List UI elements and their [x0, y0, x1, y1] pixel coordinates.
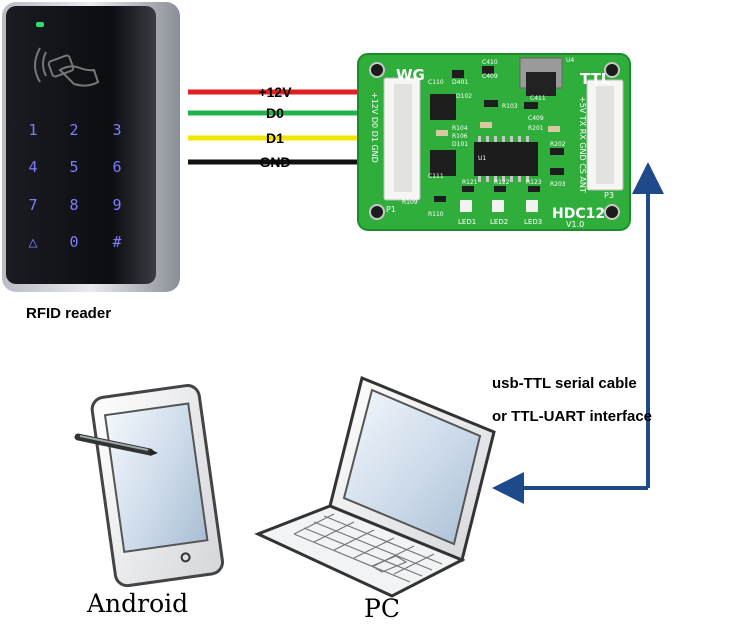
keypad-key: 7 [28, 196, 37, 214]
part-label: R110 [428, 211, 444, 218]
capacitors [436, 122, 560, 136]
part-label: R104 [452, 125, 468, 132]
part-label: R201 [528, 125, 544, 132]
regulator-u4 [526, 72, 556, 96]
laptop [254, 375, 496, 598]
part-label: C409 [482, 73, 498, 80]
part-label: C111 [428, 173, 444, 180]
version-label: V1.0 [566, 220, 584, 229]
smd-parts [430, 66, 564, 202]
cable-caption-line2: or TTL-UART interface [492, 408, 652, 425]
keypad-key: 8 [69, 196, 78, 214]
part-label: R103 [502, 103, 518, 110]
part-label: R121 [462, 179, 478, 186]
keypad-key: △ [28, 233, 37, 251]
reader-face [6, 6, 156, 284]
keypad-key: 3 [112, 121, 121, 139]
rfid-reader-label: RFID reader [26, 305, 111, 322]
led1-label: LED1 [458, 218, 476, 226]
mount-hole [604, 62, 620, 78]
card-tap-icon [34, 47, 100, 87]
tablet-screen [103, 402, 209, 553]
cable-caption-line1: usb-TTL serial cable [492, 375, 637, 392]
pc-label: PC [364, 594, 400, 623]
led3-label: LED3 [524, 218, 542, 226]
mount-hole [604, 204, 620, 220]
keypad-key: 0 [69, 233, 78, 251]
serial-cable-arrow [492, 162, 664, 504]
ic-pins [478, 136, 529, 182]
part-label: R122 [494, 179, 510, 186]
connector-p1-slot [394, 84, 412, 192]
part-label: D101 [452, 141, 468, 148]
part-label: R203 [550, 181, 566, 188]
led2-label: LED2 [490, 218, 508, 226]
laptop-screen [342, 388, 482, 546]
part-label: D401 [452, 79, 468, 86]
led-parts [460, 200, 538, 212]
left-pin-labels: +12V D0 D1 GND [370, 92, 379, 163]
wire-label: GND [259, 154, 290, 170]
part-label: D102 [456, 93, 472, 100]
p3-label: P3 [604, 191, 614, 200]
part-label: U4 [566, 57, 574, 64]
android-label: Android [86, 589, 188, 618]
ttl-label: TTL [580, 70, 611, 88]
keypad-key: 9 [112, 196, 121, 214]
keypad-key: 1 [28, 121, 37, 139]
android-tablet [90, 384, 224, 588]
p1-label: P1 [386, 205, 396, 214]
part-label: R109 [402, 199, 418, 206]
home-button [180, 552, 191, 563]
part-label: C411 [530, 95, 546, 102]
part-label: C409 [528, 115, 544, 122]
stylus-icon [74, 433, 158, 456]
part-label: R106 [452, 133, 468, 140]
status-led [36, 22, 44, 27]
wire-label: D1 [266, 130, 284, 146]
keypad-key: # [112, 233, 121, 251]
wire-label: D0 [266, 105, 284, 121]
part-label: R202 [550, 141, 566, 148]
keypad-key: 4 [28, 158, 37, 176]
part-label: C410 [482, 59, 498, 66]
wire-label: +12V [258, 84, 292, 100]
part-label: R123 [526, 179, 542, 186]
rfid-reader: 1 2 3 4 5 6 7 8 9 △ 0 # [2, 2, 180, 292]
ic-u1 [474, 142, 538, 176]
part-label: C110 [428, 79, 444, 86]
hdc12-board: WG TTL HDC12 V1.0 +12V D0 D1 GND +5V TX … [357, 53, 631, 231]
keypad-key: 5 [69, 158, 78, 176]
mount-hole [369, 62, 385, 78]
part-label: U1 [478, 155, 486, 162]
keypad-key: 2 [69, 121, 78, 139]
keypad-key: 6 [112, 158, 121, 176]
mount-hole [369, 204, 385, 220]
model-label: HDC12 [552, 206, 605, 222]
connector-p3-slot [596, 86, 614, 184]
keypad: 1 2 3 4 5 6 7 8 9 △ 0 # [28, 121, 121, 251]
laptop-keyboard [293, 513, 443, 583]
right-pin-labels: +5V TX RX GND CS ANT [578, 96, 587, 193]
wg-label: WG [396, 66, 425, 84]
